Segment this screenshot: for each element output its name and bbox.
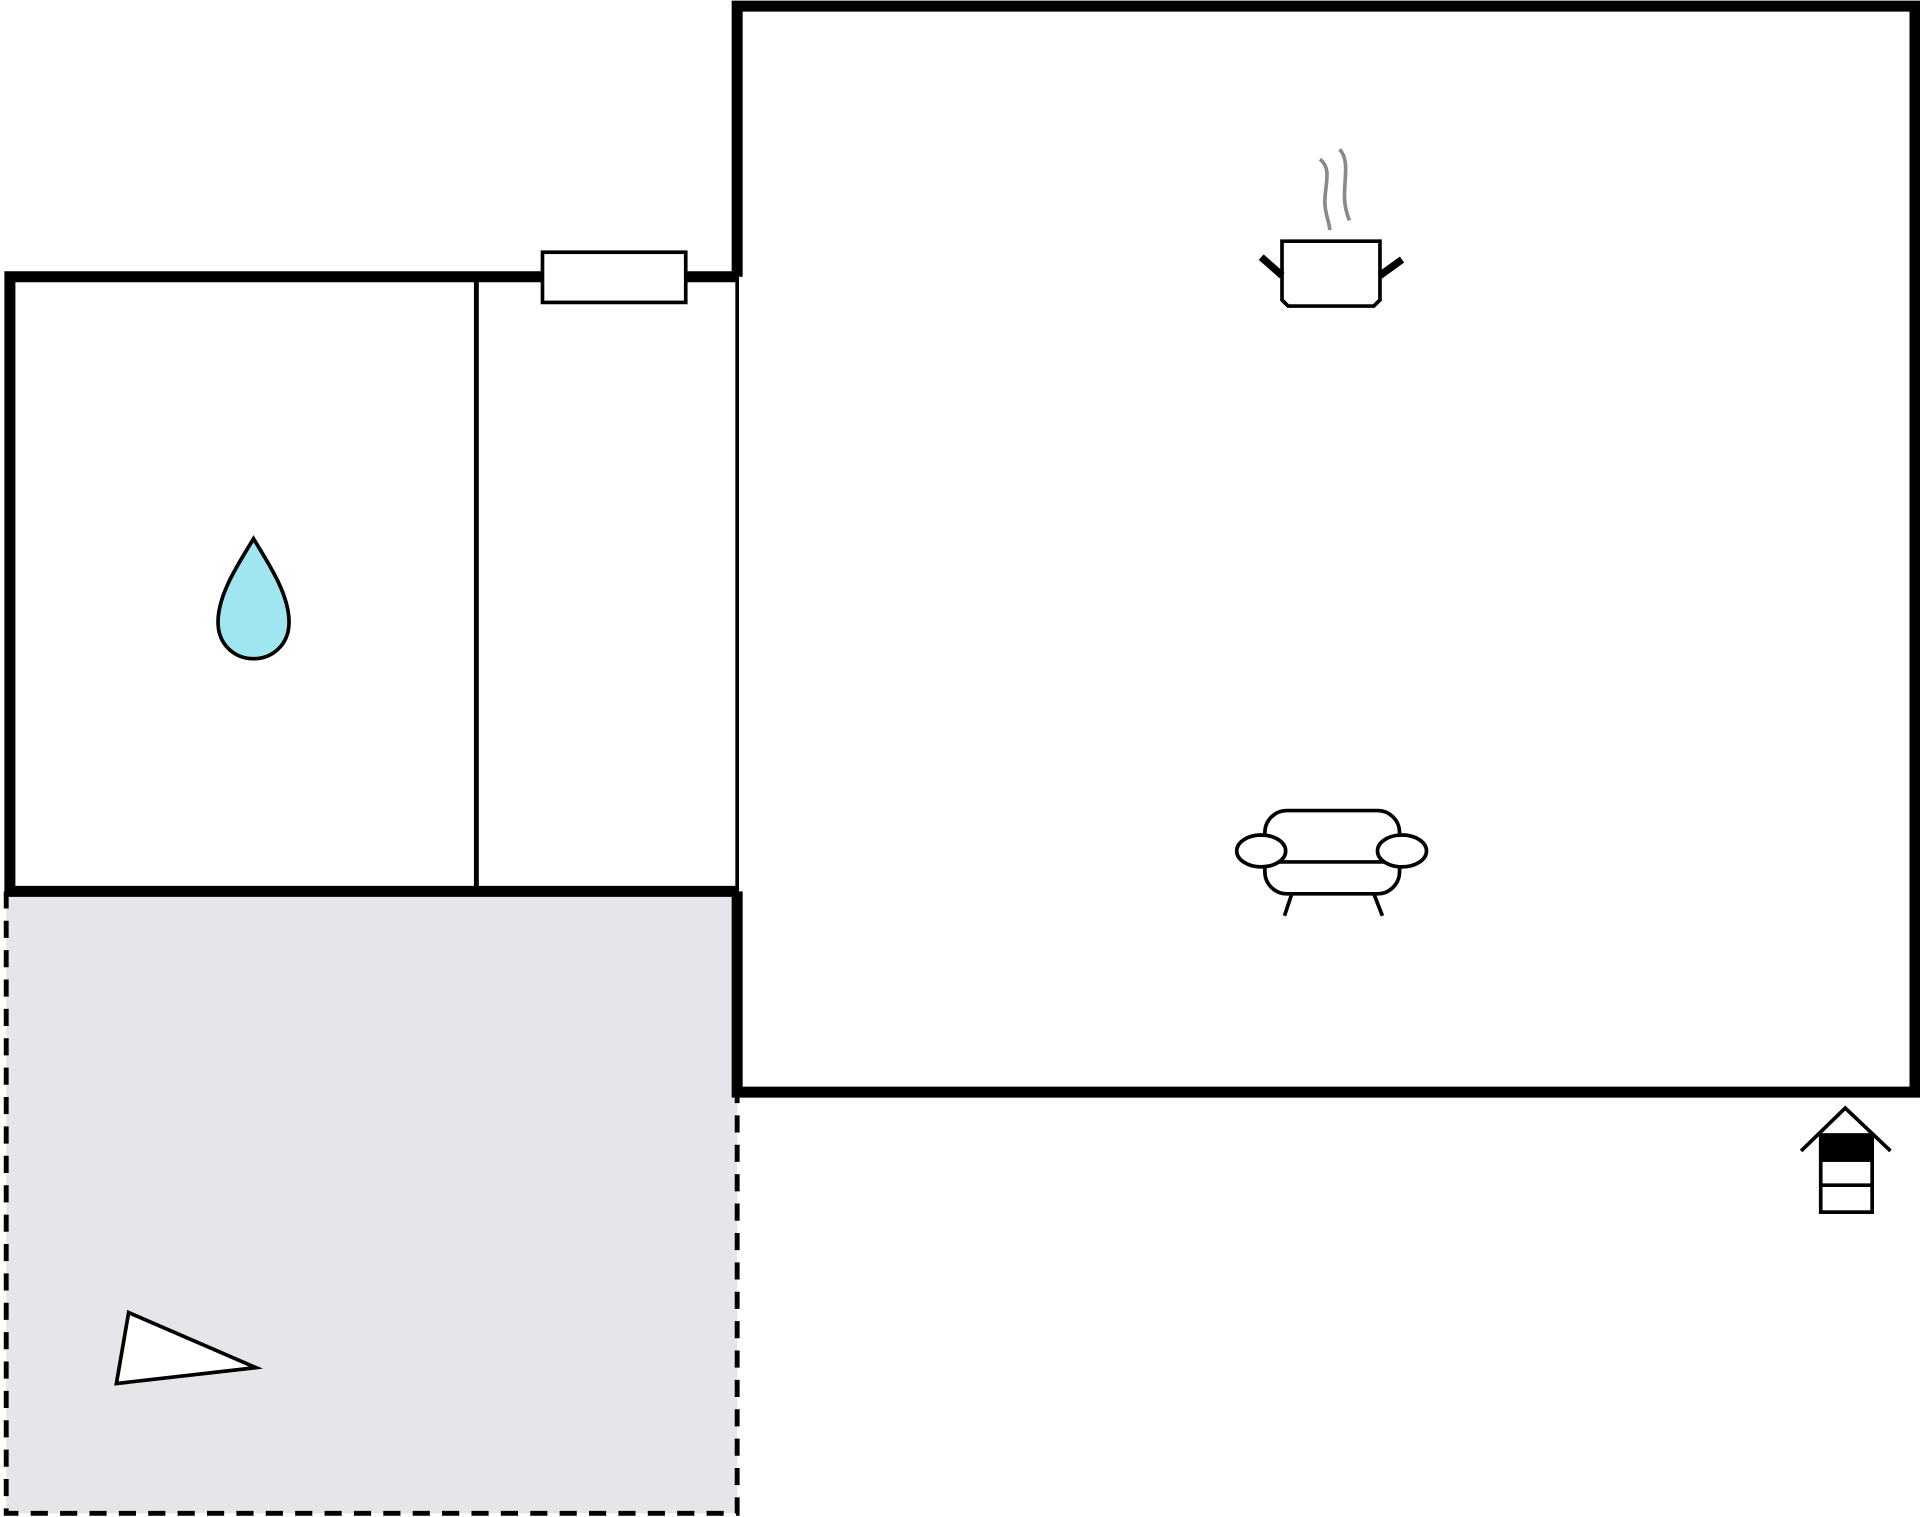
living-room <box>731 0 1920 1098</box>
sofa-icon <box>1234 808 1429 917</box>
entrance-arrow-icon <box>1799 1105 1892 1214</box>
terrace <box>3 891 740 1516</box>
bathroom-room <box>4 271 740 897</box>
water-drop-icon <box>216 535 291 661</box>
cooking-pot-icon <box>1258 148 1405 308</box>
terrace-triangle-icon <box>114 1309 264 1386</box>
window-icon <box>540 250 688 305</box>
